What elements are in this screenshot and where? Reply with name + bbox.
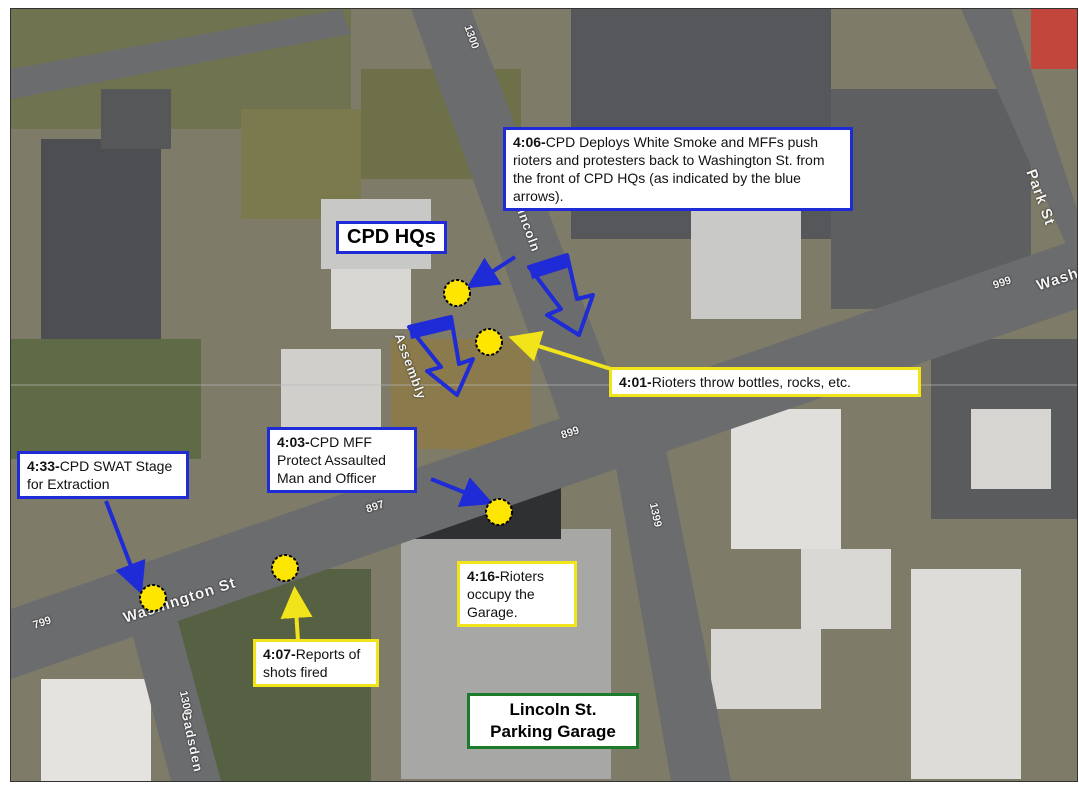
garage-label: Lincoln St. Parking Garage	[467, 693, 639, 749]
arrow-to-hq-marker	[466, 255, 517, 289]
push-arrow-right	[527, 253, 595, 337]
callout-time: 4:33-	[27, 458, 60, 474]
annotation-layer	[104, 253, 612, 642]
callout-text: Rioters throw bottles, rocks, etc.	[651, 374, 851, 390]
incident-marker[interactable]	[443, 279, 471, 307]
callout-shots: 4:07-Reports of shots fired	[253, 639, 379, 687]
incident-marker[interactable]	[139, 584, 167, 612]
incident-marker[interactable]	[271, 554, 299, 582]
callout-text: CPD SWAT Stage for Extraction	[27, 458, 173, 492]
callout-white-smoke: 4:06-CPD Deploys White Smoke and MFFs pu…	[503, 127, 853, 211]
callout-bottles: 4:01-Rioters throw bottles, rocks, etc.	[609, 367, 921, 397]
callout-text: CPD MFF Protect Assaulted Man and Office…	[277, 434, 386, 486]
callout-time: 4:03-	[277, 434, 310, 450]
callout-swat: 4:33-CPD SWAT Stage for Extraction	[17, 451, 189, 499]
callout-time: 4:01-	[619, 374, 652, 390]
arrow-swat	[104, 500, 146, 595]
arrow-mff	[430, 477, 494, 507]
arrow-bottles	[508, 330, 612, 371]
callout-text: Rioters occupy the Garage.	[467, 568, 545, 620]
callout-time: 4:16-	[467, 568, 500, 584]
cpd-hq-label: CPD HQs	[336, 221, 447, 254]
callout-time: 4:06-	[513, 134, 546, 150]
callout-text: CPD Deploys White Smoke and MFFs push ri…	[513, 134, 825, 204]
incident-marker[interactable]	[485, 498, 513, 526]
incident-marker[interactable]	[475, 328, 503, 356]
callout-text: Reports of shots fired	[263, 646, 361, 680]
callout-mff: 4:03-CPD MFF Protect Assaulted Man and O…	[267, 427, 417, 493]
garage-label-line2: Parking Garage	[490, 722, 616, 741]
callout-garage-occupy: 4:16-Rioters occupy the Garage.	[457, 561, 577, 627]
garage-label-line1: Lincoln St.	[509, 700, 597, 719]
aerial-map[interactable]: Washington St Park St Wash Assembly Linc…	[10, 8, 1078, 782]
arrow-shots	[280, 586, 313, 642]
push-arrow-left	[407, 315, 475, 397]
callout-time: 4:07-	[263, 646, 296, 662]
